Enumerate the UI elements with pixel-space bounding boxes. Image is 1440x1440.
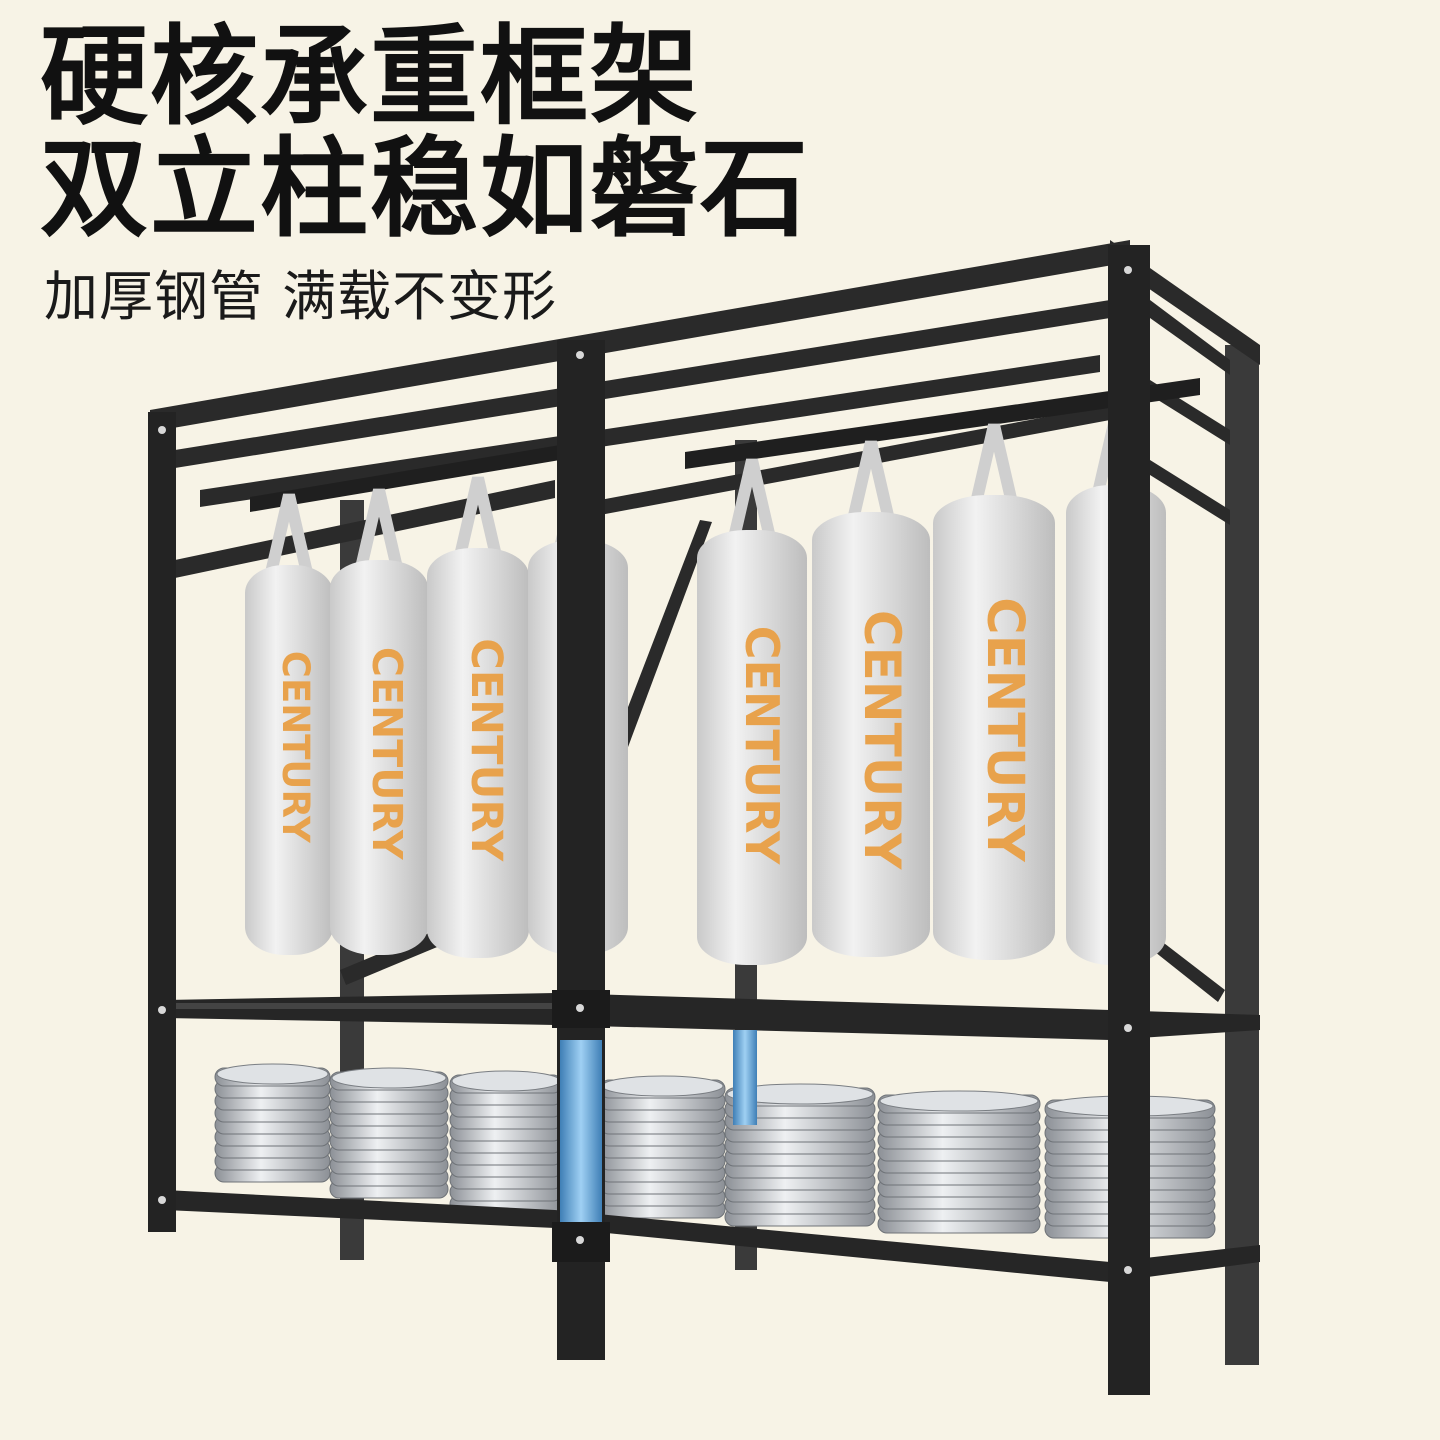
bag-print-text: CENTURY [274,651,317,844]
punching-bags: CENTURY CENTURY CENTURY CENTURY CENTURY CENTU… [245,413,1166,965]
punching-bag: CENTURY [933,423,1055,960]
bag-print-text: CENTURY [735,626,789,865]
headline-line-2: 双立柱稳如磐石 [40,127,811,252]
center-joint [552,990,757,1262]
bag-print-text: CENTURY [461,638,511,862]
punching-bag: CENTURY [812,440,930,957]
plate-stack [724,1083,876,1227]
hanging-rods [250,378,1200,512]
punching-bag: CENTURY [330,488,428,955]
bolts [158,266,1132,1274]
punching-bag: CENTURY [427,476,529,958]
punching-bag: CENTURY [245,493,333,955]
plate-stack [599,1075,726,1219]
punching-bag: CENTURY [697,458,807,965]
bag-print-text: CENTURY [363,647,411,861]
plate-stack [877,1090,1041,1234]
plate-stack [214,1063,331,1183]
plate-stack [449,1070,563,1214]
headline-line-1: 硬核承重框架 [40,15,701,140]
frame-shelves [165,993,1260,1282]
headline: 硬核承重框架 双立柱稳如磐石 [40,22,810,246]
bag-print-text: CENTURY [975,597,1034,863]
bag-print-text: CENTURY [853,610,911,870]
plate-stack [329,1067,449,1199]
subline: 加厚钢管 满载不变形 [44,265,558,328]
